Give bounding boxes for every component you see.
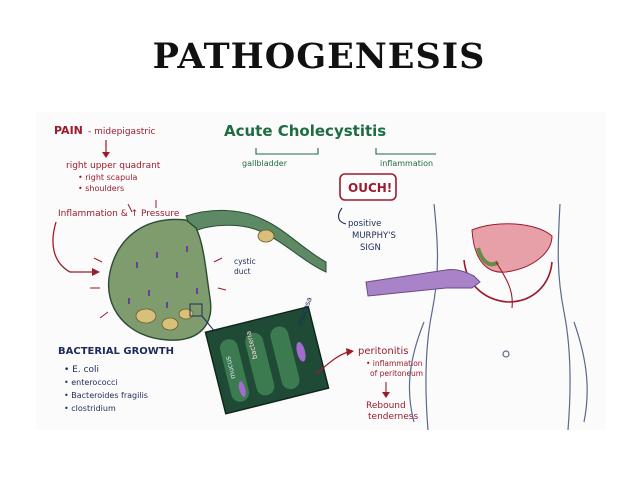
title-part-left: gallbladder bbox=[242, 159, 288, 168]
duct-stone bbox=[257, 229, 275, 243]
navel bbox=[502, 350, 510, 358]
ouch-bubble: OUCH! bbox=[339, 173, 397, 201]
inset-bacterium-2 bbox=[238, 381, 246, 397]
cystic-duct-label-2: duct bbox=[234, 267, 251, 276]
pressure-ticks bbox=[90, 200, 227, 319]
cholecystitis-illustration: PAIN - midepigastric right upper quadran… bbox=[36, 112, 606, 430]
liver bbox=[471, 223, 553, 273]
rebound-line-1: Rebound bbox=[366, 401, 406, 411]
pain-heading-detail: - midepigastric bbox=[88, 127, 155, 137]
murphys-line-2: MURPHY'S bbox=[352, 231, 396, 241]
title-part-right: inflammation bbox=[380, 159, 433, 168]
torso-duct bbox=[495, 261, 513, 309]
cystic-duct-shape bbox=[185, 209, 327, 273]
bacteria-item-4: • clostridium bbox=[64, 404, 116, 413]
inset-bacterium-1 bbox=[296, 342, 306, 362]
pain-radiation-2: • shoulders bbox=[78, 184, 124, 193]
torso-right-edge bbox=[557, 203, 571, 430]
title-bracket-left bbox=[255, 148, 319, 155]
pain-heading: PAIN bbox=[54, 124, 83, 137]
peritonitis-detail-1: • inflammation bbox=[366, 359, 423, 368]
bacteria-item-2: • enterococci bbox=[64, 378, 118, 387]
inflammation-pressure-label: Inflammation & ↑ Pressure bbox=[58, 209, 180, 219]
ouch-label: OUCH! bbox=[348, 181, 392, 195]
murphys-line-1: positive bbox=[348, 219, 381, 229]
diagram-title: Acute Cholecystitis bbox=[224, 122, 386, 140]
inset-villus-2 bbox=[245, 332, 275, 396]
mucosa-inset: mucus bacteria bbox=[204, 305, 330, 415]
bacteria-item-1: • E. coli bbox=[64, 365, 99, 375]
peritonitis-arrowhead bbox=[346, 348, 354, 356]
title-bracket-right bbox=[375, 148, 436, 155]
torso-gallbladder bbox=[476, 247, 500, 267]
murphys-arrow bbox=[337, 207, 347, 225]
torso-left-edge bbox=[425, 203, 439, 430]
ouch-box bbox=[339, 173, 397, 201]
cystic-duct-label-1: cystic bbox=[234, 257, 256, 266]
torso-drawing bbox=[408, 203, 588, 430]
gallstone-3 bbox=[178, 308, 194, 320]
peritonitis-heading: peritonitis bbox=[358, 346, 408, 357]
pain-radiation-1: • right scapula bbox=[78, 173, 137, 182]
peritonitis-arrow bbox=[315, 351, 349, 375]
gallbladder-drawing bbox=[90, 200, 327, 341]
rebound-arrowhead bbox=[382, 392, 390, 398]
murphys-line-3: SIGN bbox=[360, 243, 381, 253]
inflammation-arrowhead bbox=[92, 268, 100, 276]
diagram-title-group: Acute Cholecystitis gallbladder inflamma… bbox=[224, 122, 436, 168]
gallstone-2 bbox=[161, 317, 179, 331]
bacteria-item-3: • Bacteroides fragilis bbox=[64, 391, 148, 400]
bacterial-growth-block: BACTERIAL GROWTH • E. coli • enterococci… bbox=[58, 346, 174, 413]
pain-arrowhead bbox=[102, 152, 110, 158]
inflammation-arrow bbox=[52, 221, 94, 273]
inset-villus-3 bbox=[270, 326, 300, 390]
bacteria-dots bbox=[128, 246, 198, 308]
right-arm bbox=[573, 321, 588, 423]
zoom-marker bbox=[189, 303, 203, 317]
examiner-hand bbox=[365, 269, 481, 297]
left-arm bbox=[408, 321, 425, 423]
pain-block: PAIN - midepigastric right upper quadran… bbox=[54, 124, 161, 193]
slide-title: Pathogenesis bbox=[152, 36, 486, 77]
gallstone-1 bbox=[135, 308, 157, 324]
peritonitis-block: peritonitis • inflammation of peritoneum… bbox=[358, 346, 423, 422]
pain-location: right upper quadrant bbox=[66, 161, 161, 171]
peritonitis-detail-2: of peritoneum bbox=[370, 369, 423, 378]
bacterial-growth-heading: BACTERIAL GROWTH bbox=[58, 346, 174, 357]
rebound-line-2: tenderness bbox=[368, 412, 418, 422]
